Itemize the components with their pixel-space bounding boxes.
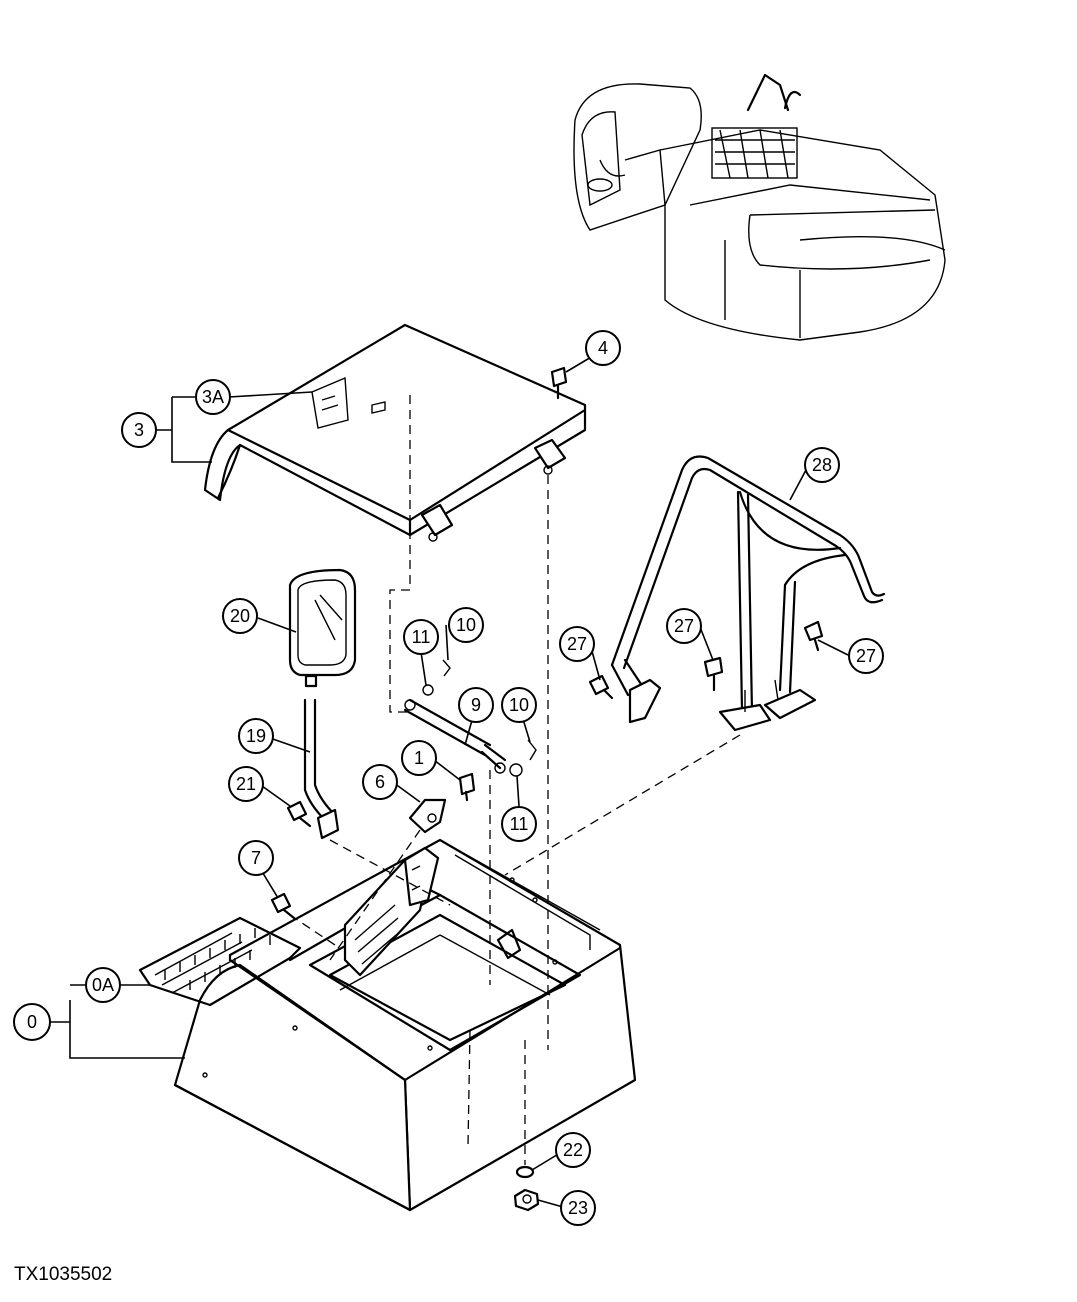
callout-27-middle: 27 — [666, 608, 702, 644]
callout-27-left: 27 — [559, 626, 595, 662]
gas-spring — [403, 698, 507, 774]
callout-9: 9 — [458, 687, 494, 723]
svg-text:22: 22 — [563, 1140, 583, 1160]
svg-text:9: 9 — [471, 695, 481, 715]
washer-and-nut — [513, 1165, 540, 1212]
callout-7: 7 — [238, 840, 274, 876]
callout-10-upper: 10 — [448, 607, 484, 643]
callout-3: 3 — [121, 412, 157, 448]
top-cover — [203, 323, 587, 542]
svg-text:10: 10 — [456, 615, 476, 635]
callout-22: 22 — [555, 1132, 591, 1168]
svg-text:10: 10 — [509, 695, 529, 715]
callout-0a: 0A — [85, 967, 121, 1003]
svg-text:3: 3 — [134, 420, 144, 440]
callout-3a: 3A — [195, 379, 231, 415]
bracket — [408, 798, 447, 834]
svg-text:7: 7 — [251, 848, 261, 868]
callout-0: 0 — [13, 1003, 51, 1041]
svg-text:21: 21 — [236, 774, 256, 794]
figure-id: TX1035502 — [14, 1264, 113, 1285]
leaders — [50, 349, 849, 1208]
callout-6: 6 — [362, 764, 398, 800]
svg-text:20: 20 — [230, 606, 250, 626]
small-hardware — [422, 366, 568, 802]
svg-text:0A: 0A — [92, 975, 114, 995]
mirror — [288, 568, 357, 688]
svg-text:6: 6 — [375, 772, 385, 792]
alignment-lines — [289, 395, 741, 1165]
callout-10-lower: 10 — [501, 687, 537, 723]
callout-11-lower: 11 — [501, 806, 537, 842]
toolbox — [138, 838, 637, 1212]
callout-4: 4 — [585, 330, 621, 366]
svg-text:27: 27 — [856, 646, 876, 666]
callout-27-right: 27 — [848, 638, 884, 674]
callout-21: 21 — [228, 766, 264, 802]
svg-text:1: 1 — [414, 748, 424, 768]
svg-text:0: 0 — [27, 1012, 37, 1032]
callout-19: 19 — [238, 718, 274, 754]
svg-text:4: 4 — [598, 338, 608, 358]
svg-text:27: 27 — [567, 634, 587, 654]
callout-20: 20 — [222, 598, 258, 634]
svg-text:19: 19 — [246, 726, 266, 746]
callouts: 0 0A 1 3 3A 4 6 7 9 10 10 11 11 19 20 21… — [13, 330, 884, 1226]
callout-11-upper: 11 — [403, 619, 439, 655]
bolts — [270, 620, 824, 920]
excavator-overview — [573, 73, 946, 341]
svg-text:23: 23 — [568, 1198, 588, 1218]
svg-text:28: 28 — [812, 455, 832, 475]
callout-23: 23 — [560, 1190, 596, 1226]
callout-1: 1 — [401, 740, 437, 776]
handrail — [610, 455, 886, 732]
svg-text:27: 27 — [674, 616, 694, 636]
svg-text:11: 11 — [412, 627, 431, 647]
svg-text:3A: 3A — [202, 387, 224, 407]
svg-text:11: 11 — [510, 814, 529, 834]
callout-28: 28 — [804, 447, 840, 483]
mirror-stay — [303, 698, 340, 840]
